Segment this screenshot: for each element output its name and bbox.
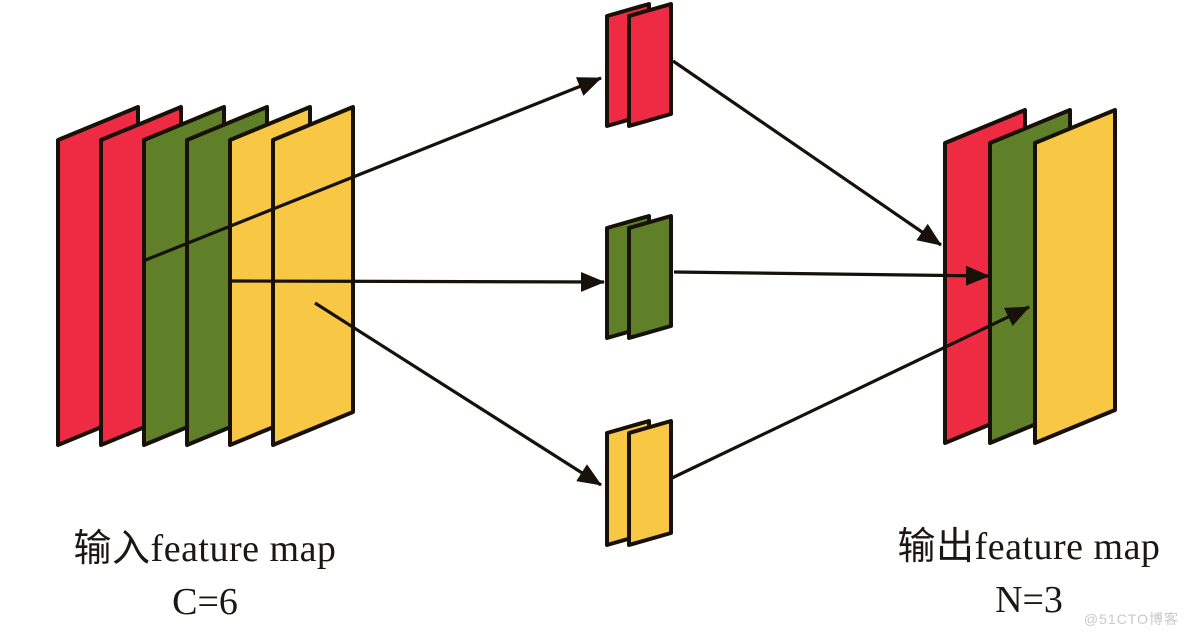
arrow-input-to-red-filter [142,76,602,263]
connection-arrows-layer [142,59,1030,487]
output-channel-count: N=3 [995,578,1063,621]
input-channel-count: C=6 [172,580,238,623]
arrow-green-filter-to-output [673,265,990,286]
watermark: @51CTO博客 [1083,611,1179,627]
filter-group-green-plane-2-green [627,214,673,340]
feature-map-planes-layer [56,2,1117,547]
arrow-yellow-filter-to-output [671,305,1030,480]
input-label-title: 输入feature map [73,528,337,570]
output-label-title: 输出feature map [897,526,1161,568]
output-feature-maps-plane-3-yellow [1033,108,1117,445]
input-feature-maps-plane-6-yellow [271,105,355,447]
arrow-input-to-green-filter [230,271,605,292]
arrow-red-filter-to-output [672,59,942,247]
output-feature-map-label: 输出feature map N=3 [869,526,1184,621]
filter-group-yellow-plane-2-yellow [627,419,673,547]
arrow-input-to-yellow-filter [314,301,602,487]
input-feature-map-label: 输入feature map C=6 [25,528,385,623]
filter-group-red-plane-2-red [627,2,673,128]
